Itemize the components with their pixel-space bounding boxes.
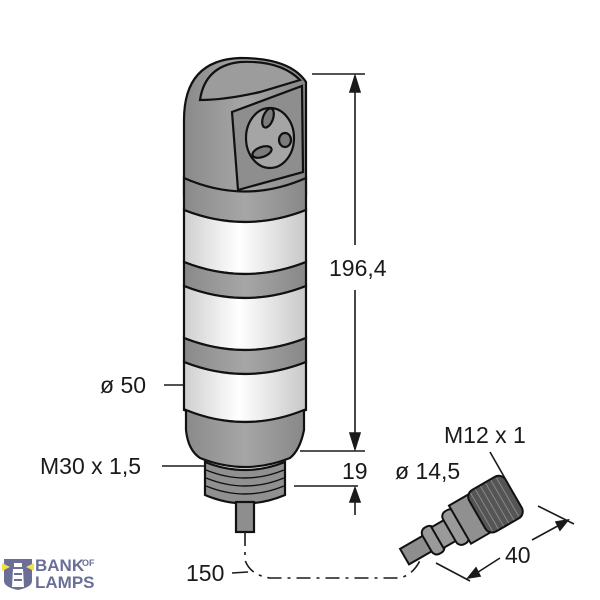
signal-tower bbox=[182, 56, 308, 534]
logo-line1-small: OF bbox=[82, 558, 95, 568]
bank-of-lamps-logo: BANK OF LAMPS bbox=[2, 555, 112, 593]
logo-line1: BANK bbox=[35, 556, 85, 575]
thread-m30 bbox=[203, 460, 287, 505]
connector-diameter-label: ø 14,5 bbox=[395, 458, 461, 484]
cable bbox=[244, 532, 423, 579]
height-dimension-label: 196,4 bbox=[329, 255, 387, 281]
thread-length-label: 19 bbox=[342, 458, 368, 484]
cable-length-label: 150 bbox=[186, 560, 225, 586]
lighthouse-icon bbox=[2, 559, 34, 590]
thread-dimension-label: M30 x 1,5 bbox=[40, 453, 141, 479]
cable-stub bbox=[234, 500, 256, 534]
diameter-dimension-label: ø 50 bbox=[100, 372, 147, 398]
logo-line2: LAMPS bbox=[35, 573, 95, 592]
dimension-lines bbox=[162, 73, 575, 582]
connector-thread-label: M12 x 1 bbox=[444, 422, 526, 448]
connector-length-label: 40 bbox=[505, 542, 531, 568]
m12-connector bbox=[398, 474, 524, 566]
